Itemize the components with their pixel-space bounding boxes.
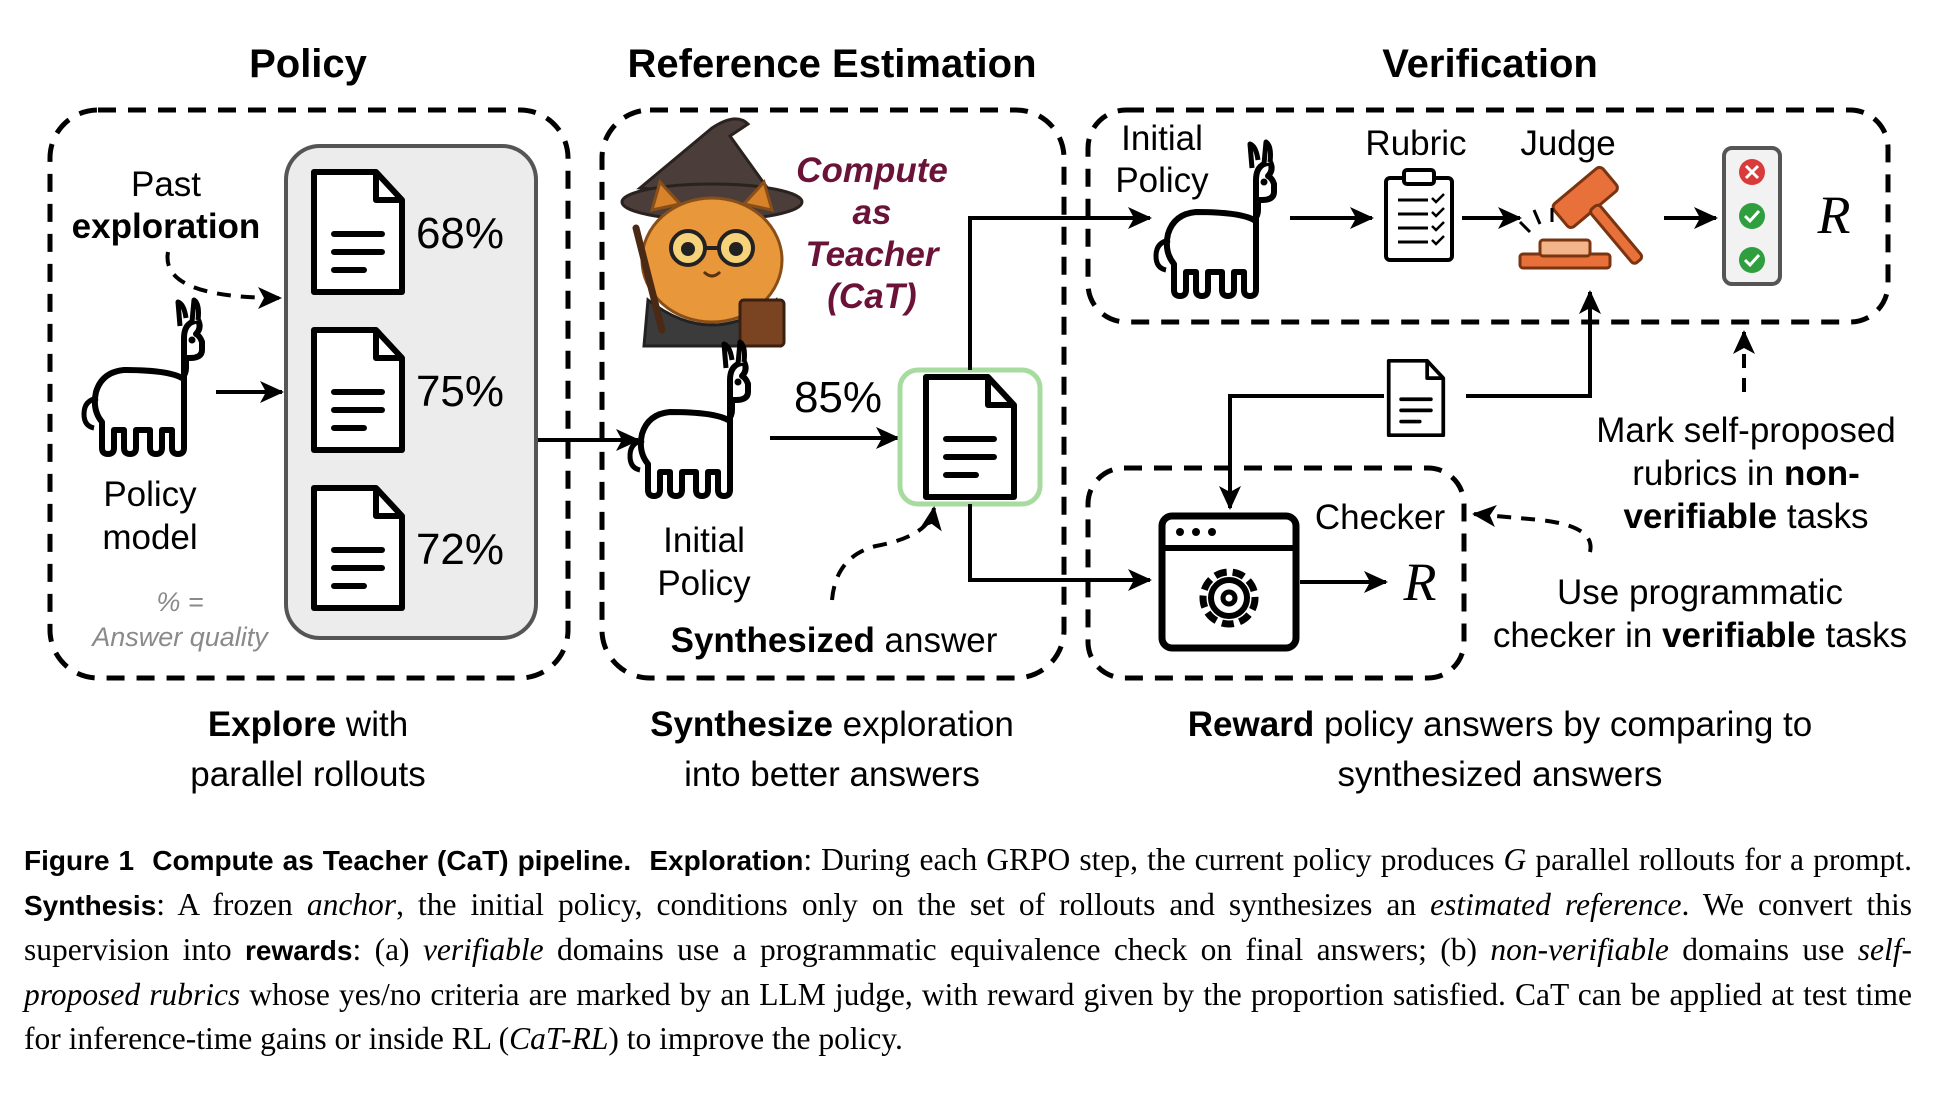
figure-title: Compute as Teacher (CaT) pipeline. (152, 845, 632, 876)
synthesized-answer-pointer-arrow (830, 506, 942, 601)
policy-box (47, 107, 571, 681)
reference-box (599, 107, 1067, 681)
reference-footer-2: into better answers (684, 755, 980, 794)
checker-gear-icon (1158, 512, 1300, 652)
use-checker-line-1: Use programmatic (1557, 573, 1843, 612)
wizard-cat-icon (620, 117, 804, 348)
use-checker-arrow (1472, 505, 1593, 553)
checker-box (1085, 465, 1467, 681)
policy-footer-1: Explore with (208, 705, 408, 744)
cat-label-2: as (853, 193, 892, 232)
synthesis-label: Synthesis (24, 890, 157, 921)
legend-line-2: Answer quality (90, 622, 269, 652)
document-icon (314, 488, 402, 608)
gavel-icon (1518, 165, 1644, 270)
document-icon (926, 377, 1014, 497)
document-icon (314, 330, 402, 450)
mark-rubrics-line-3: verifiable tasks (1623, 497, 1868, 536)
reference-footer-1: Synthesize exploration (650, 705, 1014, 744)
policy-model-label-2: model (102, 518, 197, 557)
verification-footer-1: Reward policy answers by comparing to (1188, 705, 1812, 744)
cat-label-4: (CaT) (827, 277, 916, 316)
legend-line-1: % = (156, 587, 203, 617)
answer-to-verification-arrow (968, 207, 1152, 370)
mark-rubrics-line-1: Mark self-proposed (1596, 411, 1896, 450)
llama-icon (630, 342, 748, 496)
synthesized-answer-label: Synthesized answer (671, 621, 998, 660)
rewards-label: rewards (245, 935, 353, 966)
figure-caption: Figure 1 Compute as Teacher (CaT) pipeli… (24, 842, 1913, 1056)
reference-to-judge-arrow (1466, 290, 1601, 398)
checker-label: Checker (1315, 498, 1446, 537)
document-icon (314, 172, 402, 292)
llama-icon (84, 300, 202, 454)
verification-title: Verification (1382, 42, 1598, 86)
checker-reward-symbol: R (1403, 552, 1437, 612)
policy-title: Policy (249, 42, 368, 86)
rubric-reward-symbol: R (1817, 185, 1851, 245)
verification-initial-policy-1: Initial (1121, 119, 1203, 158)
use-checker-line-2: checker in verifiable tasks (1493, 616, 1907, 655)
past-exploration-label-2: exploration (72, 207, 261, 246)
figure-label: Figure 1 (24, 845, 135, 876)
status-light-icon (1722, 146, 1782, 286)
answer-to-checker-arrow (968, 504, 1152, 591)
policy-footer-2: parallel rollouts (190, 755, 425, 794)
mark-rubrics-line-2: rubrics in non- (1632, 454, 1860, 493)
reference-initial-policy-1: Initial (663, 521, 745, 560)
reference-initial-policy-2: Policy (657, 564, 751, 603)
verification-footer-2: synthesized answers (1338, 755, 1663, 794)
reference-estimation-title: Reference Estimation (627, 42, 1036, 86)
rollout-score-2: 75% (416, 367, 504, 416)
policy-model-label-1: Policy (103, 475, 197, 514)
rubric-label: Rubric (1365, 124, 1466, 163)
cat-label-3: Teacher (806, 235, 941, 274)
past-exploration-label-1: Past (131, 165, 201, 204)
past-exploration-arrow (165, 251, 282, 309)
reference-to-checker-arrow (1219, 394, 1384, 510)
clipboard-rubric-icon (1384, 168, 1454, 262)
cat-label-1: Compute (796, 151, 948, 190)
document-icon (1386, 358, 1446, 438)
exploration-label: Exploration (649, 845, 804, 876)
synthesized-score: 85% (794, 373, 882, 422)
pipeline-diagram: Policy Reference Estimation Verification… (47, 42, 1907, 794)
judge-label: Judge (1520, 124, 1615, 163)
verification-initial-policy-2: Policy (1115, 161, 1209, 200)
rollout-score-3: 72% (416, 525, 504, 574)
rollout-score-1: 68% (416, 209, 504, 258)
